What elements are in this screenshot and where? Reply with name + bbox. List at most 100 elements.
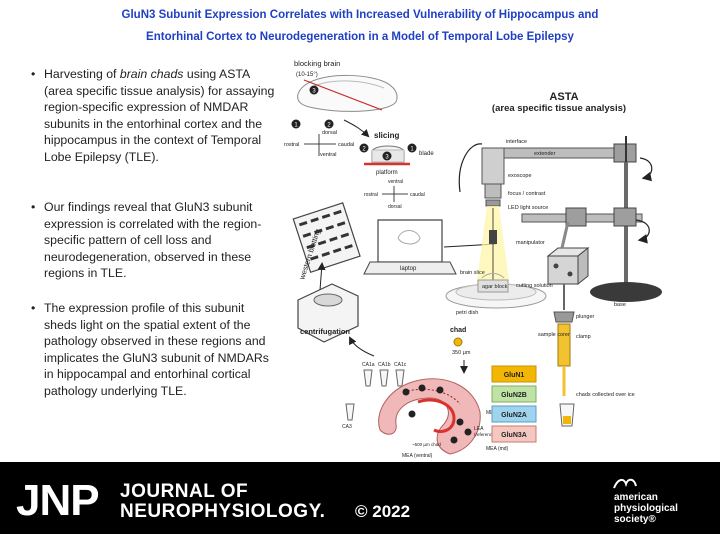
collected-chads bbox=[563, 416, 571, 424]
mea-md-label: MEA (md) bbox=[486, 446, 509, 452]
bullet-1-emphasis: brain chads bbox=[119, 67, 184, 81]
laptop-screen bbox=[377, 219, 443, 263]
caudal-label: caudal bbox=[338, 142, 354, 148]
bullet-marker: • bbox=[31, 200, 36, 214]
tube-ca3 bbox=[345, 403, 355, 421]
dorsal-label: dorsal bbox=[388, 204, 402, 210]
step-marker bbox=[309, 85, 319, 95]
brain-slice-shape bbox=[481, 273, 505, 279]
step-marker-number: 1 bbox=[294, 123, 298, 129]
aps-logo-icon bbox=[613, 478, 637, 489]
ca1b-label: CA1b bbox=[378, 362, 391, 368]
laptop-label: laptop bbox=[400, 266, 417, 272]
bullet-1-post: using ASTA (area specific tissue analysi… bbox=[44, 67, 275, 164]
bullet-marker: • bbox=[31, 67, 36, 81]
glun1-box bbox=[491, 365, 537, 383]
stand-base bbox=[590, 282, 662, 302]
aps-logo-text: american physiological society® bbox=[614, 492, 678, 525]
sample-corer bbox=[557, 323, 571, 367]
tube-ca1b bbox=[379, 369, 389, 387]
journal-name-line-1: JOURNAL OF bbox=[120, 481, 249, 502]
bullet-1: • Harvesting of brain chads using ASTA (… bbox=[31, 66, 279, 166]
blocking-cut-line bbox=[303, 79, 383, 111]
exoscope-label: exoscope bbox=[508, 173, 532, 179]
bullet-3: • The expression profile of this subunit… bbox=[31, 300, 279, 400]
laptop-base bbox=[363, 261, 457, 275]
figure-title: GluN3 Subunit Expression Correlates with… bbox=[20, 4, 700, 48]
copyright-text: © 2022 bbox=[355, 502, 411, 521]
brain-slice-label: brain slice bbox=[460, 270, 485, 276]
chad-site bbox=[450, 436, 458, 444]
step-marker bbox=[291, 119, 301, 129]
step-marker bbox=[324, 119, 334, 129]
agar-block bbox=[477, 279, 509, 293]
manipulator-rod bbox=[560, 221, 570, 249]
interface-cable bbox=[458, 143, 483, 193]
blade-label: blade bbox=[419, 151, 434, 157]
title-line-1: GluN3 Subunit Expression Correlates with… bbox=[121, 9, 599, 21]
chad-site bbox=[418, 384, 426, 392]
led-ring bbox=[485, 199, 501, 207]
step-marker-number: 3 bbox=[385, 155, 389, 161]
plunger-label: plunger bbox=[576, 314, 595, 320]
hippocampus-slice bbox=[378, 378, 481, 455]
manipulator-block bbox=[547, 255, 579, 285]
step-marker-number: 2 bbox=[327, 123, 331, 129]
plunger-body bbox=[553, 311, 575, 323]
hippocampal-map: CA1a CA1b CA1c CA3 LEA (reference) MEA (… bbox=[342, 362, 509, 459]
platform-label: platform bbox=[376, 170, 398, 176]
aps-line-2: physiological bbox=[614, 503, 678, 514]
extender-label: extender bbox=[534, 151, 556, 157]
arm-clamp-right bbox=[613, 207, 637, 227]
ventral-label: ventral bbox=[320, 152, 337, 158]
step-marker-number: 3 bbox=[312, 89, 316, 95]
aps-line-1: american bbox=[614, 492, 658, 503]
journal-footer: JNP JOURNAL OF NEUROPHYSIOLOGY. © 2022 a… bbox=[0, 462, 720, 534]
jnp-logo: JNP bbox=[16, 476, 100, 525]
glun2a-box bbox=[491, 405, 537, 423]
chad-site bbox=[456, 418, 464, 426]
chad-site bbox=[408, 410, 416, 418]
rostral-label: rostral bbox=[364, 192, 378, 198]
chad-site bbox=[464, 428, 472, 436]
angle-label: (10-15°) bbox=[296, 72, 318, 78]
title-line-2: Entorhinal Cortex to Neurodegeneration i… bbox=[146, 31, 574, 43]
ca1c-label: CA1c bbox=[394, 362, 407, 368]
chad-site bbox=[436, 386, 444, 394]
glun1-label: GluN1 bbox=[504, 372, 525, 379]
bullet-2-text: Our findings reveal that GluN3 subunit e… bbox=[44, 200, 262, 281]
blot-membrane bbox=[292, 202, 361, 273]
arrow-chads-to-centrifuge bbox=[349, 336, 375, 357]
step-marker-number: 2 bbox=[362, 147, 366, 153]
base-label: base bbox=[614, 302, 626, 308]
chad-size-label: 350 µm bbox=[452, 350, 471, 356]
rostral-label: rostral bbox=[284, 142, 299, 148]
glun3a-box bbox=[491, 425, 537, 443]
lea-note-label: (reference) bbox=[474, 432, 497, 437]
western-blot-panel: western blotting bbox=[292, 202, 361, 291]
step-marker bbox=[359, 143, 369, 153]
aps-line-3: society® bbox=[614, 514, 656, 525]
centrifugation-label: centrifugation bbox=[300, 327, 350, 336]
chad-site bbox=[402, 388, 410, 396]
laptop-panel: laptop bbox=[363, 219, 497, 275]
blocking-brain-label: blocking brain bbox=[294, 59, 340, 68]
brain-sulcus bbox=[313, 80, 385, 89]
sample-corer-label: sample corer bbox=[538, 332, 570, 338]
ventral-label: ventral bbox=[388, 179, 403, 185]
petri-dish-label: petri dish bbox=[456, 310, 478, 316]
centrifuge-body bbox=[297, 283, 359, 343]
asta-subtitle: (area specific tissue analysis) bbox=[492, 103, 626, 114]
step-marker-number: 1 bbox=[410, 147, 414, 153]
ca3-label: CA3 bbox=[342, 424, 352, 430]
step-marker bbox=[382, 151, 392, 161]
arm-clamp-left bbox=[565, 207, 587, 227]
manipulator-label: manipulator bbox=[516, 240, 545, 246]
tube-ca1a bbox=[363, 369, 373, 387]
distance-label: ~500 µm chad bbox=[412, 442, 441, 447]
interface-label: interface bbox=[506, 139, 527, 145]
bullet-2: • Our findings reveal that GluN3 subunit… bbox=[31, 199, 279, 282]
blocking-brain-panel: blocking brain (10-15°) 3 1 2 dorsal ven… bbox=[284, 59, 398, 158]
slicing-panel: slicing 2 1 3 blade platform ventral ros… bbox=[343, 119, 434, 210]
led-label: LED light source bbox=[508, 205, 548, 211]
